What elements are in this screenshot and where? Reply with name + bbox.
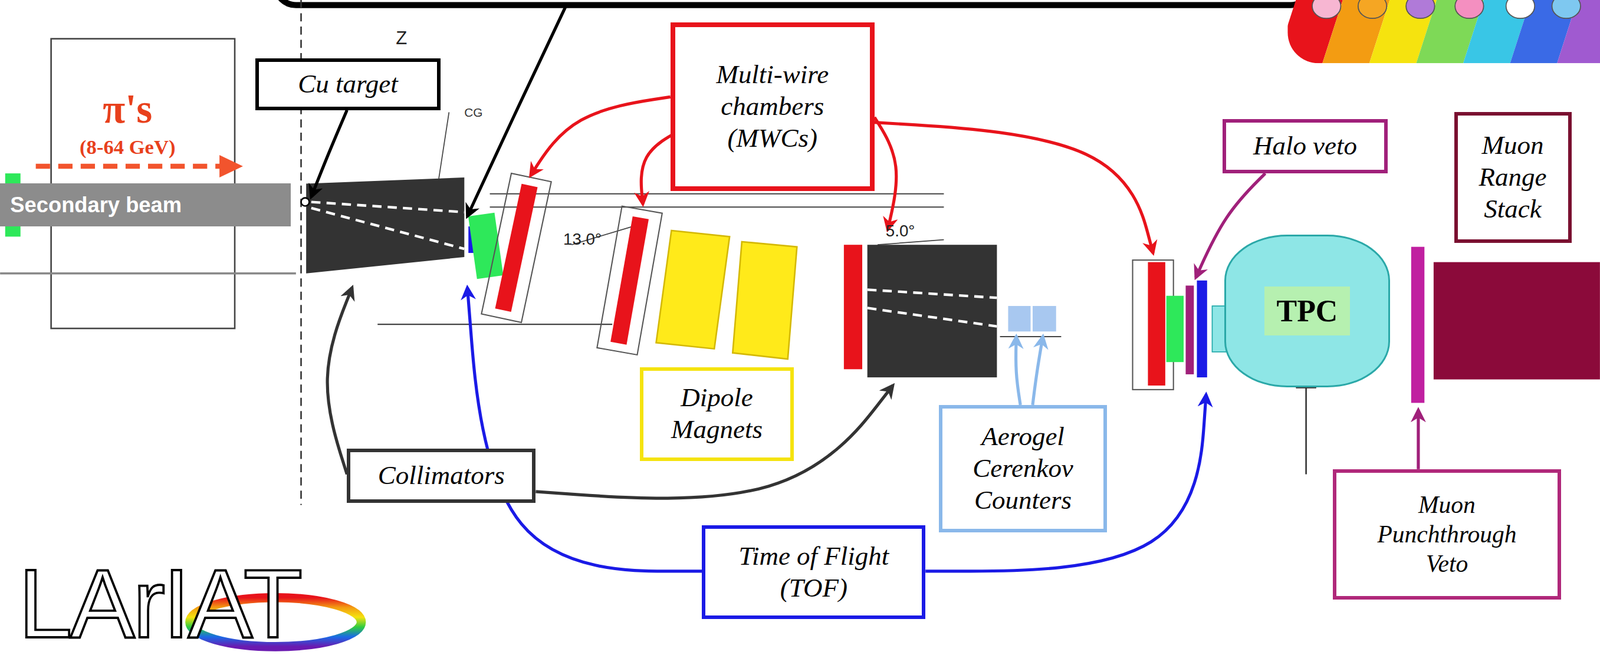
- pony-figure: [1405, 0, 1435, 19]
- counter: [468, 212, 504, 279]
- callout-box: [275, 0, 1312, 6]
- angle-label: 5.0°: [885, 222, 916, 241]
- pony-figure: [1506, 0, 1535, 19]
- leader-arrow: [327, 287, 353, 475]
- leader-arrow: [1016, 336, 1021, 406]
- part-label: Time of Flight (TOF): [701, 525, 926, 620]
- beam-bar: Secondary beam: [0, 183, 291, 227]
- beam-axis-line: [490, 206, 945, 208]
- aerogel-counter: [1032, 306, 1057, 332]
- aerogel-counter: [1007, 306, 1031, 332]
- leader-arrow: [530, 96, 671, 176]
- counter: [1166, 296, 1184, 363]
- collimator-slot: [867, 289, 998, 298]
- leader-arrow: [925, 395, 1207, 572]
- pony-figure: [1358, 0, 1387, 19]
- axis-line: [0, 272, 297, 275]
- part-label: Halo veto: [1222, 119, 1388, 174]
- part-name: Multi-wire chambers (MWCs): [698, 58, 847, 155]
- part-label: Muon Punchthrough Veto: [1332, 469, 1562, 600]
- muon-range-stack: [1433, 262, 1600, 380]
- part-label: Cu target: [255, 58, 442, 111]
- mwc-chamber: [495, 184, 538, 312]
- energy-label: (8-64 GeV): [79, 135, 176, 159]
- axis-label: CG: [464, 106, 483, 120]
- punchthrough-veto: [1411, 247, 1425, 404]
- beamline-drawing: [0, 0, 1600, 647]
- leader-lines: [311, 5, 1419, 572]
- halo-veto-paddle: [1185, 285, 1194, 375]
- tpc-axis: [1305, 387, 1307, 475]
- pony-figure: [1552, 0, 1581, 19]
- axis-line: [438, 112, 449, 179]
- angle-line: [877, 240, 944, 246]
- leader-arrow: [1416, 409, 1420, 469]
- particle-label: π's: [102, 86, 153, 132]
- leader-arrow: [311, 110, 348, 197]
- part-label: Aerogel Cerenkov Counters: [938, 405, 1107, 533]
- part-name: Dipole Magnets: [655, 382, 779, 446]
- axis-label: Z: [395, 28, 407, 49]
- beam-name: Secondary beam: [10, 192, 182, 219]
- pion-arrow: [35, 163, 228, 170]
- mwc-frame: [596, 206, 663, 356]
- beam-axis-line: [490, 193, 945, 195]
- pion-arrowhead: [219, 155, 243, 178]
- cu-target: [301, 198, 310, 207]
- pony-figure: [1312, 0, 1341, 19]
- leader-arrow: [874, 122, 1153, 254]
- part-label: Dipole Magnets: [639, 367, 794, 462]
- part-label: Muon Range Stack: [1454, 112, 1572, 243]
- part-name: Aerogel Cerenkov Counters: [951, 421, 1094, 517]
- beam-axis-line: [1000, 336, 1062, 338]
- detector-name: TPC: [1264, 286, 1350, 336]
- part-name: Muon Punchthrough Veto: [1362, 490, 1531, 579]
- collimator-slot: [311, 208, 465, 249]
- part-label: Collimators: [346, 448, 536, 504]
- collimator: [867, 244, 998, 378]
- part-name: Time of Flight (TOF): [716, 540, 911, 605]
- mwc-chamber: [843, 244, 863, 370]
- collimator-slot: [311, 202, 465, 213]
- part-name: Muon Range Stack: [1466, 129, 1559, 226]
- part-name: Halo veto: [1253, 130, 1358, 163]
- beam-axis-line: [377, 323, 613, 325]
- angle-label: 13.0°: [563, 230, 602, 249]
- collimator-slot: [867, 307, 998, 327]
- collimator: [306, 177, 465, 274]
- leader-arrow: [1032, 336, 1043, 406]
- leader-arrow: [874, 117, 897, 230]
- part-name: Collimators: [378, 460, 505, 492]
- logo-text: LArIAT: [18, 550, 301, 658]
- part-label: Multi-wire chambers (MWCs): [670, 22, 875, 191]
- dipole-magnet: [732, 241, 797, 360]
- mwc-frame: [481, 173, 551, 323]
- mwc-chamber: [1147, 262, 1165, 386]
- dipole-magnet: [656, 230, 731, 350]
- tpc-detector: TPC: [1224, 234, 1390, 389]
- part-name: Cu target: [297, 68, 398, 101]
- mwc-chamber: [610, 216, 649, 346]
- pony-figure: [1454, 0, 1484, 19]
- tof-paddle: [1196, 280, 1207, 378]
